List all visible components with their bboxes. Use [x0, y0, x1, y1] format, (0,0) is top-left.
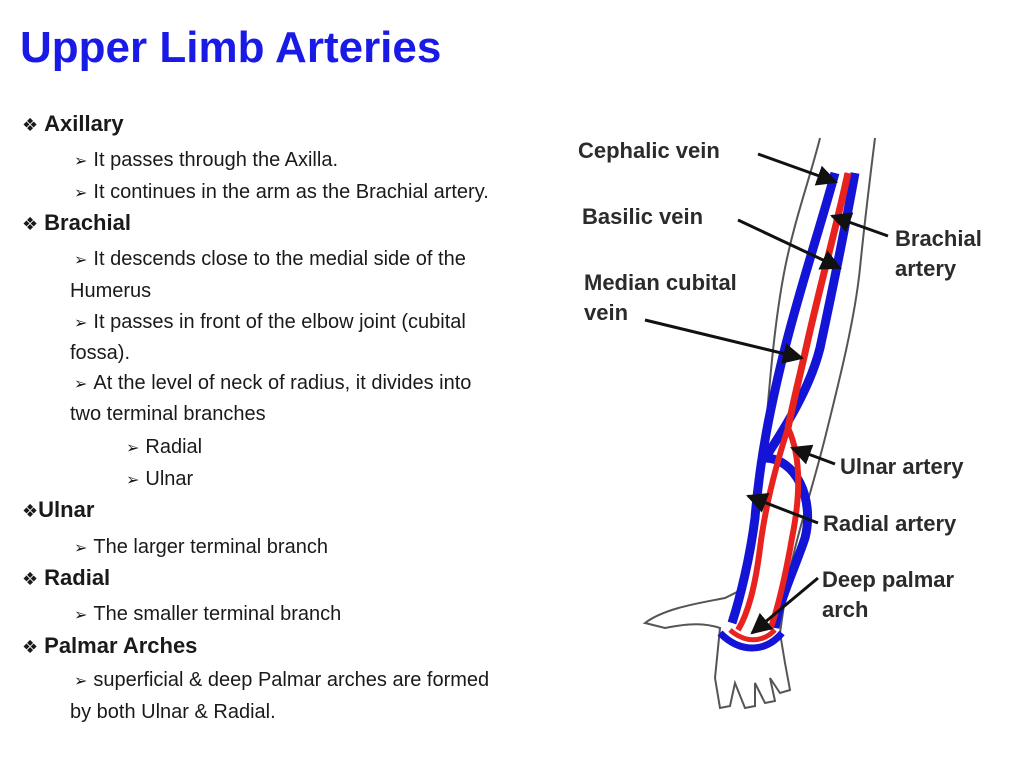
list-item-text: It continues in the arm as the Brachial …: [93, 181, 489, 203]
list-item-text: At the level of neck of radius, it divid…: [93, 372, 472, 394]
list-item-text: It passes through the Axilla.: [93, 149, 338, 171]
diamond-bullet-icon: ❖: [22, 214, 39, 234]
arrow-bullet-icon: ➢: [74, 376, 88, 393]
page-title: Upper Limb Arteries: [20, 23, 442, 72]
diamond-bullet-icon: ❖: [22, 501, 39, 521]
arrow-bullet-icon: ➢: [74, 252, 88, 269]
list-item-text: It descends close to the medial side of …: [93, 248, 466, 270]
heading-ulnar: ❖Ulnar: [22, 498, 94, 523]
heading-text: Radial: [44, 565, 111, 590]
arrow-bullet-icon: ➢: [74, 673, 88, 690]
palmar-vein-arch: [717, 630, 785, 652]
label-radial-artery: Radial artery: [823, 511, 957, 536]
list-item-text: superficial & deep Palmar arches are for…: [93, 669, 490, 691]
pointer-median-cubital: [644, 318, 805, 364]
heading-text: Axillary: [44, 111, 124, 136]
heading-palmar-arches: ❖Palmar Arches: [22, 634, 197, 659]
sub-list-item-text: Ulnar: [145, 468, 194, 490]
list-item: ➢ superficial & deep Palmar arches are fo…: [74, 668, 489, 694]
radial-artery-line: [735, 427, 791, 632]
label-ulnar-artery: Ulnar artery: [840, 454, 964, 479]
list-item-continuation: Humerus: [70, 280, 152, 302]
sub-list-item: ➢ Radial: [126, 435, 202, 461]
list-item: ➢ The smaller terminal branch: [74, 602, 341, 628]
list-item: ➢ It descends close to the medial side of…: [74, 247, 466, 273]
label-brachial-1: Brachial: [895, 226, 982, 251]
arrow-bullet-icon: ➢: [74, 153, 88, 170]
arrow-bullet-icon: ➢: [74, 540, 88, 557]
pointer-deep-palmar: [750, 576, 819, 635]
list-item-text: It passes in front of the elbow joint (c…: [93, 311, 466, 333]
label-deep-palmar-2: arch: [822, 597, 868, 622]
cephalic-vein-line: [727, 171, 840, 625]
label-deep-palmar-1: Deep palmar: [822, 567, 954, 592]
heading-text: Ulnar: [38, 497, 95, 522]
diamond-bullet-icon: ❖: [22, 569, 39, 589]
arrow-bullet-icon: ➢: [74, 315, 88, 332]
arrow-bullet-icon: ➢: [126, 440, 140, 457]
list-item-continuation: fossa).: [70, 342, 131, 364]
list-item-text: The larger terminal branch: [93, 536, 328, 558]
arm-outline: [642, 137, 876, 710]
heading-brachial: ❖Brachial: [22, 211, 131, 236]
diamond-bullet-icon: ❖: [22, 637, 39, 657]
diamond-bullet-icon: ❖: [22, 115, 39, 135]
arrow-bullet-icon: ➢: [74, 185, 88, 202]
label-cephalic-vein: Cephalic vein: [578, 138, 720, 163]
list-item: ➢ It passes through the Axilla.: [74, 148, 338, 174]
pointer-basilic: [737, 218, 842, 270]
list-item: ➢ It continues in the arm as the Brachial…: [74, 180, 489, 206]
list-item-continuation: two terminal branches: [70, 403, 266, 425]
arrow-bullet-icon: ➢: [126, 472, 140, 489]
arrow-bullet-icon: ➢: [74, 607, 88, 624]
list-item: ➢ It passes in front of the elbow joint (…: [74, 310, 466, 336]
list-item: ➢ At the level of neck of radius, it divi…: [74, 371, 471, 397]
heading-text: Palmar Arches: [44, 633, 198, 658]
label-brachial-2: artery: [895, 256, 957, 281]
pointer-brachial: [830, 212, 889, 238]
pointer-radial: [746, 493, 819, 525]
heading-text: Brachial: [44, 210, 131, 235]
list-item: ➢ The larger terminal branch: [74, 535, 328, 561]
label-median-cubital-1: Median cubital: [584, 270, 737, 295]
arm-vessel-diagram: Cephalic vein Basilic vein Median cubita…: [578, 137, 982, 710]
heading-radial: ❖Radial: [22, 566, 110, 591]
sub-list-item-text: Radial: [145, 436, 203, 458]
list-item-continuation: by both Ulnar & Radial.: [70, 701, 276, 723]
pointer-cephalic: [757, 152, 838, 186]
label-basilic-vein: Basilic vein: [582, 204, 703, 229]
list-item-text: The smaller terminal branch: [93, 603, 342, 625]
sub-list-item: ➢ Ulnar: [126, 467, 193, 493]
pointer-ulnar: [790, 444, 836, 466]
label-median-cubital-2: vein: [584, 300, 628, 325]
heading-axillary: ❖Axillary: [22, 112, 124, 137]
